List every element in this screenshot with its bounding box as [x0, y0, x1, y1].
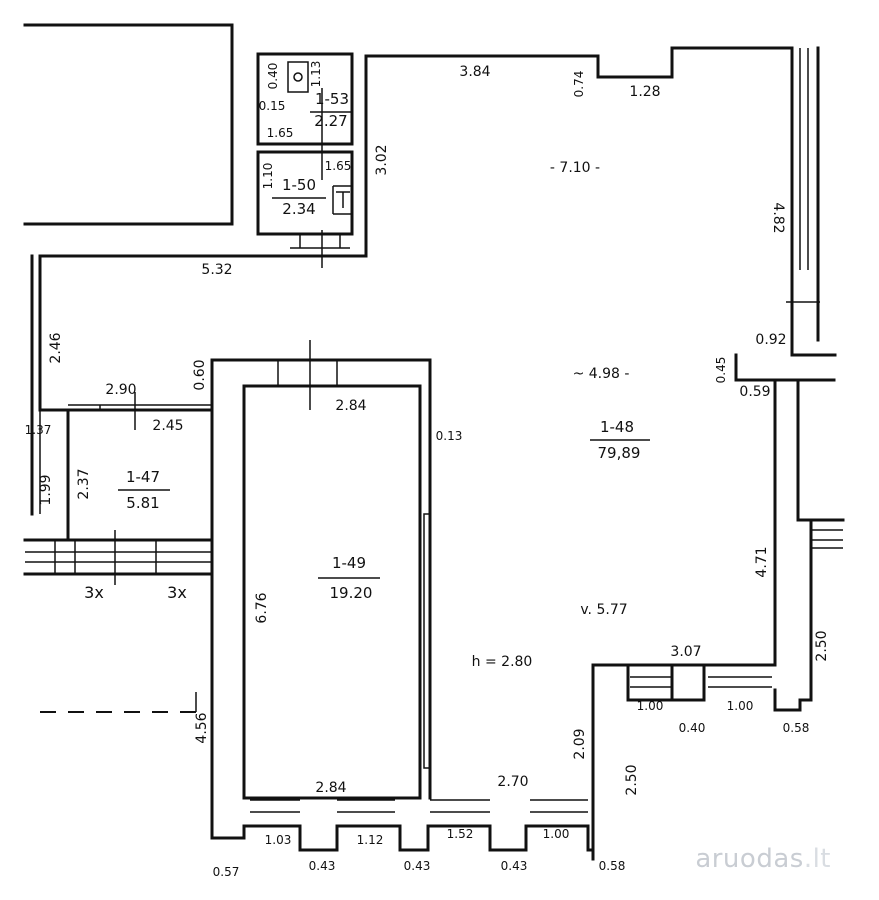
room-1-47-area: 5.81 [126, 494, 159, 512]
room-1-53-area: 2.27 [314, 112, 347, 130]
dimension-labels: 3.84 0.74 1.28 - 7.10 - 4.82 5.32 3.02 2… [25, 61, 830, 879]
dim-0-60: 0.60 [192, 359, 208, 390]
watermark-logo: aruodas.lt [695, 844, 831, 874]
wall-top-right [364, 46, 794, 79]
wall-right-middle [734, 353, 836, 382]
wall-room-1-50 [256, 150, 354, 236]
window-note-left: 3x [84, 583, 104, 602]
dim-2-37: 2.37 [76, 468, 92, 499]
dim-0-92: 0.92 [755, 332, 786, 348]
room-1-50-area: 2.34 [282, 200, 315, 218]
wall-room-1-49 [242, 384, 422, 800]
dim-1-10: 1.10 [261, 163, 275, 190]
dim-1-03: 1.03 [265, 833, 292, 847]
room-1-47-id: 1-47 [126, 468, 160, 486]
dim-0-58-right: 0.58 [783, 721, 810, 735]
dim-3-84: 3.84 [459, 64, 490, 80]
room-1-53-id: 1-53 [315, 90, 349, 108]
dim-4-56: 4.56 [194, 712, 210, 743]
dim-1-28: 1.28 [629, 84, 660, 100]
wall-room-1-53 [256, 52, 354, 146]
dim-2-70: 2.70 [497, 774, 528, 790]
wall-top [38, 54, 368, 412]
window-notes: 3x 3x [84, 583, 187, 602]
dim-2-84-top: 2.84 [335, 398, 366, 414]
dim-1-52: 1.52 [447, 827, 474, 841]
dim-2-50-right: 2.50 [814, 630, 830, 661]
dim-1-00-c: 1.00 [543, 827, 570, 841]
dim-0-58-bottom: 0.58 [599, 859, 626, 873]
dim-4-98: ~ 4.98 - [573, 366, 630, 382]
dim-0-13: 0.13 [436, 429, 463, 443]
dim-1-65-a: 1.65 [267, 126, 294, 140]
dim-0-59: 0.59 [739, 384, 770, 400]
dim-3-07: 3.07 [670, 644, 701, 660]
room-1-49-area: 19.20 [330, 584, 373, 602]
dim-2-90: 2.90 [105, 382, 136, 398]
room-labels: 1-48 79,89 1-49 19.20 1-47 5.81 1-50 2.3… [118, 90, 650, 602]
dim-1-00-a: 1.00 [637, 699, 664, 713]
dim-0-74: 0.74 [572, 71, 586, 98]
dim-5-77: v. 5.77 [580, 602, 627, 618]
dim-2-50-left: 2.50 [624, 764, 640, 795]
dim-2-45: 2.45 [152, 418, 183, 434]
dim-1-13: 1.13 [309, 61, 323, 88]
dim-1-99: 1.99 [38, 474, 54, 505]
dim-4-82: 4.82 [770, 202, 786, 233]
room-1-50-id: 1-50 [282, 176, 316, 194]
height-2-80: h = 2.80 [472, 654, 533, 670]
walls [23, 23, 845, 861]
wall-right-upper [790, 46, 837, 357]
dim-2-84-bottom: 2.84 [315, 780, 346, 796]
watermark-main: aruodas [695, 844, 804, 874]
dim-4-71: 4.71 [754, 546, 770, 577]
dim-0-40-small: 0.40 [266, 63, 280, 90]
wall-neighbour-block [23, 23, 234, 226]
dim-0-43-b: 0.43 [404, 859, 431, 873]
dim-0-43-a: 0.43 [309, 859, 336, 873]
dim-7-10: - 7.10 - [550, 160, 600, 176]
room-1-48-id: 1-48 [600, 418, 634, 436]
dim-0-57: 0.57 [213, 865, 240, 879]
watermark-suffix: .lt [803, 844, 831, 874]
window-note-right: 3x [167, 583, 187, 602]
dim-3-02: 3.02 [374, 144, 390, 175]
dim-0-43-c: 0.43 [501, 859, 528, 873]
dim-2-09: 2.09 [572, 728, 588, 759]
room-1-48-area: 79,89 [598, 444, 641, 462]
dim-0-15: 0.15 [259, 99, 286, 113]
dim-5-32: 5.32 [201, 262, 232, 278]
dim-1-12: 1.12 [357, 833, 384, 847]
wall-bottom [210, 824, 595, 852]
dim-1-65-b: 1.65 [325, 159, 352, 173]
room-1-49-id: 1-49 [332, 554, 366, 572]
dim-1-37: 1.37 [25, 423, 52, 437]
dim-2-46: 2.46 [48, 332, 64, 363]
dim-0-45: 0.45 [714, 357, 728, 384]
dim-0-40: 0.40 [679, 721, 706, 735]
dim-1-00-b: 1.00 [727, 699, 754, 713]
dim-6-76: 6.76 [254, 592, 270, 623]
